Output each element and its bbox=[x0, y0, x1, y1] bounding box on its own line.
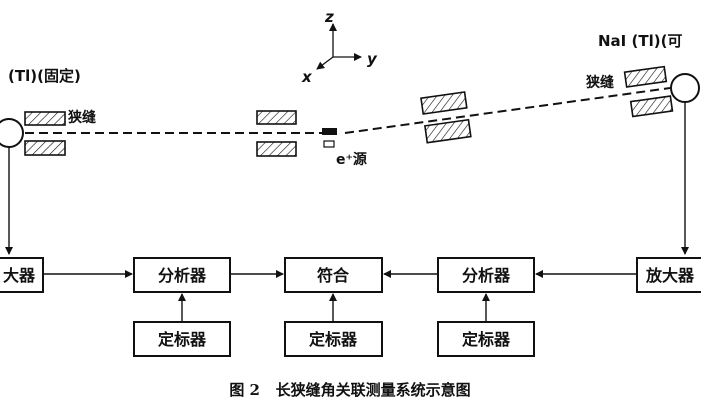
block-amp-left: 大器 bbox=[0, 257, 44, 293]
right-detector: NaI (Tl)(可 狭缝 bbox=[585, 32, 700, 118]
tilted-slit-upper bbox=[420, 91, 468, 115]
block-analyzer-right: 分析器 bbox=[437, 257, 535, 293]
left-detector-label: (Tl)(固定) bbox=[8, 67, 81, 85]
block-analyzer-right-label: 分析器 bbox=[462, 266, 511, 285]
right-detector-label: NaI (Tl)(可 bbox=[598, 32, 682, 50]
left-slit-upper bbox=[24, 111, 66, 126]
tilted-slit bbox=[420, 91, 472, 144]
center-slit bbox=[256, 110, 297, 157]
block-coincidence: 符合 bbox=[284, 257, 383, 293]
block-amp-right-label: 放大器 bbox=[645, 266, 695, 285]
left-slit-label: 狭缝 bbox=[67, 109, 96, 126]
left-detector-crystal bbox=[0, 118, 24, 148]
beam-line-right bbox=[344, 87, 671, 134]
block-scaler-center-label: 定标器 bbox=[308, 330, 358, 349]
right-slit-label: 狭缝 bbox=[585, 74, 614, 91]
block-analyzer-left-label: 分析器 bbox=[158, 266, 207, 285]
block-scaler-left: 定标器 bbox=[133, 321, 231, 357]
right-slit-upper bbox=[623, 65, 668, 88]
block-amp-right: 放大器 bbox=[636, 257, 701, 293]
block-amp-left-label: 大器 bbox=[3, 266, 36, 285]
block-scaler-right-label: 定标器 bbox=[461, 330, 511, 349]
right-slit-lower bbox=[629, 95, 674, 118]
center-slit-upper bbox=[256, 110, 297, 125]
block-scaler-left-label: 定标器 bbox=[157, 330, 207, 349]
source-holder bbox=[323, 140, 335, 148]
block-scaler-right: 定标器 bbox=[437, 321, 535, 357]
block-scaler-center: 定标器 bbox=[284, 321, 383, 357]
block-coincidence-label: 符合 bbox=[317, 266, 350, 285]
positron-source: e⁺源 bbox=[322, 128, 367, 168]
coordinate-axes: z y x bbox=[301, 8, 378, 86]
block-analyzer-left: 分析器 bbox=[133, 257, 231, 293]
center-slit-lower bbox=[256, 141, 297, 157]
y-axis-label: y bbox=[367, 50, 378, 68]
x-axis-label: x bbox=[301, 68, 313, 86]
source-block bbox=[322, 128, 337, 135]
left-slit-lower bbox=[24, 140, 66, 156]
source-label: e⁺源 bbox=[336, 151, 367, 168]
z-axis-label: z bbox=[324, 8, 334, 26]
tilted-slit-lower bbox=[423, 118, 472, 144]
figure-caption: 图 2 长狭缝角关联测量系统示意图 bbox=[229, 381, 470, 399]
left-detector: (Tl)(固定) 狭缝 bbox=[0, 67, 96, 156]
right-detector-crystal bbox=[670, 73, 700, 103]
